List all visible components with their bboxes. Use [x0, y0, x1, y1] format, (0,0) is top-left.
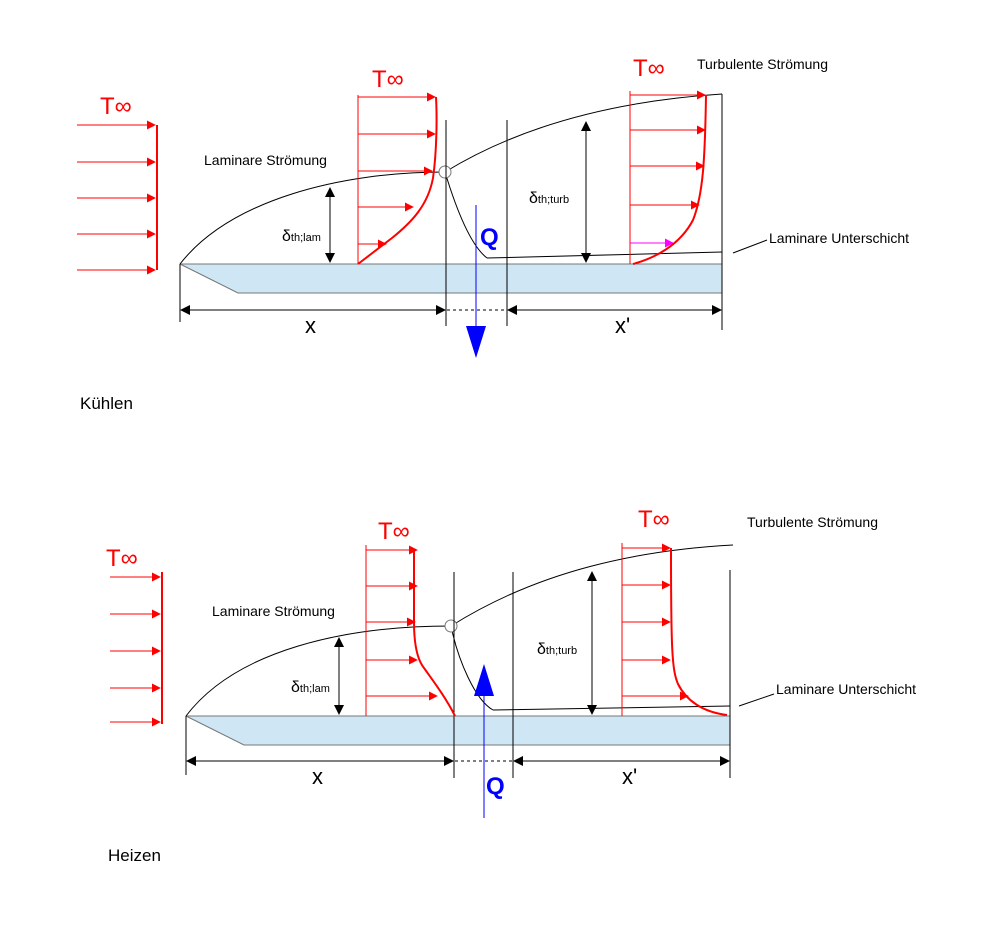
laminar-temperature-profile — [357, 92, 438, 265]
delta-turb-label: δth;turb — [537, 641, 577, 658]
turbulent-flow-label: Turbulente Strömung — [697, 56, 828, 72]
laminar-flow-label: Laminare Strömung — [204, 152, 327, 168]
t-inf-label: T∞ — [633, 55, 665, 82]
laminar-temperature-profile — [365, 545, 456, 717]
turbulent-temperature-profile — [629, 90, 707, 265]
laminar-flow-label: Laminare Strömung — [212, 603, 335, 619]
plate — [179, 263, 723, 294]
turbulent-flow-label: Turbulente Strömung — [747, 514, 878, 530]
inflow-profile — [77, 120, 158, 275]
turbulent-boundary-line — [444, 93, 723, 173]
sublayer-label: Laminare Unterschicht — [769, 230, 909, 246]
t-inf-label: T∞ — [100, 93, 132, 120]
transition-line — [450, 625, 494, 711]
cooling-caption: Kühlen — [80, 394, 133, 413]
section-lines — [185, 570, 731, 778]
laminar-boundary-line — [185, 625, 452, 717]
panel-heating: T∞ T∞ — [106, 506, 916, 865]
turbulent-temperature-profile — [621, 543, 728, 716]
transition-point — [444, 619, 458, 633]
x-prime-label: x' — [615, 313, 630, 338]
x-label: x — [312, 764, 323, 789]
heating-caption: Heizen — [108, 846, 161, 865]
t-inf-label: T∞ — [638, 506, 670, 533]
sublayer-line — [492, 705, 731, 711]
sublayer-label: Laminare Unterschicht — [776, 681, 916, 697]
transition-point — [438, 165, 452, 179]
laminar-boundary-line — [179, 171, 446, 265]
section-lines — [179, 94, 723, 330]
plate — [185, 715, 731, 746]
t-inf-label: T∞ — [378, 518, 410, 545]
t-inf-label: T∞ — [106, 545, 138, 572]
heat-flow-label: Q — [480, 224, 499, 251]
panel-cooling: T∞ T∞ — [77, 55, 909, 413]
delta-turb-label: δth;turb — [529, 190, 569, 207]
x-label: x — [305, 313, 316, 338]
inflow-profile — [110, 572, 163, 727]
x-prime-label: x' — [622, 764, 637, 789]
delta-lam-label: δth;lam — [291, 679, 330, 696]
sublayer-line — [486, 251, 723, 259]
turbulent-boundary-line — [450, 544, 734, 627]
delta-lam-label: δth;lam — [282, 228, 321, 245]
heat-flow-arrow-down — [466, 205, 486, 358]
t-inf-label: T∞ — [372, 66, 404, 93]
heat-flow-label: Q — [486, 773, 505, 800]
sublayer-leader-line — [738, 693, 775, 707]
sublayer-leader-line — [732, 239, 768, 254]
heat-flow-arrow-up — [474, 664, 494, 818]
transition-line — [444, 171, 488, 259]
